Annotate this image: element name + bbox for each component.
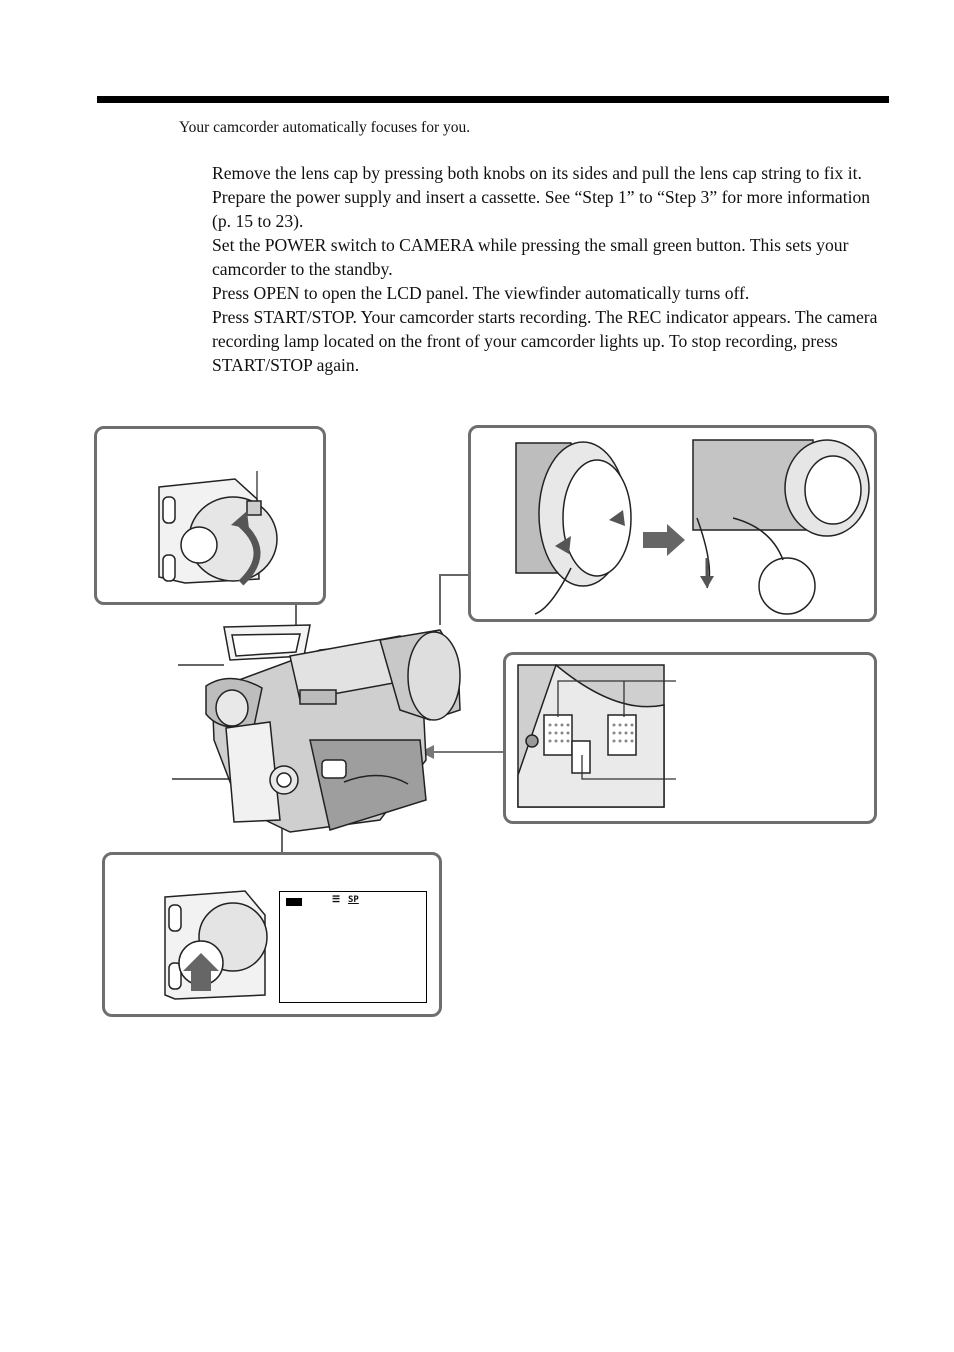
start-stop-panel: ☰ SP bbox=[102, 852, 442, 1017]
lcd-screen: ☰ SP bbox=[279, 891, 427, 1003]
instruction-steps: Remove the lens cap by pressing both kno… bbox=[212, 161, 884, 377]
start-stop-illustration bbox=[164, 890, 268, 1000]
intro-text: Your camcorder automatically focuses for… bbox=[179, 119, 471, 136]
step-1: Remove the lens cap by pressing both kno… bbox=[212, 163, 862, 183]
recording-mode: SP bbox=[348, 895, 359, 905]
power-switch-panel bbox=[94, 426, 326, 605]
lens-cap-panel bbox=[468, 425, 877, 622]
step-3: Set the POWER switch to CAMERA while pre… bbox=[212, 235, 849, 279]
step-2: Prepare the power supply and insert a ca… bbox=[212, 187, 871, 231]
microphone-illustration bbox=[517, 663, 676, 808]
step-5: Press START/STOP. Your camcorder starts … bbox=[212, 307, 878, 375]
lens-cap-illustration bbox=[515, 439, 870, 615]
power-switch-illustration bbox=[158, 471, 278, 586]
step-4: Press OPEN to open the LCD panel. The vi… bbox=[212, 283, 750, 303]
header-rule bbox=[97, 96, 889, 103]
microphone-panel bbox=[503, 652, 877, 824]
battery-icon bbox=[286, 898, 302, 906]
tape-icon: ☰ bbox=[332, 895, 341, 905]
